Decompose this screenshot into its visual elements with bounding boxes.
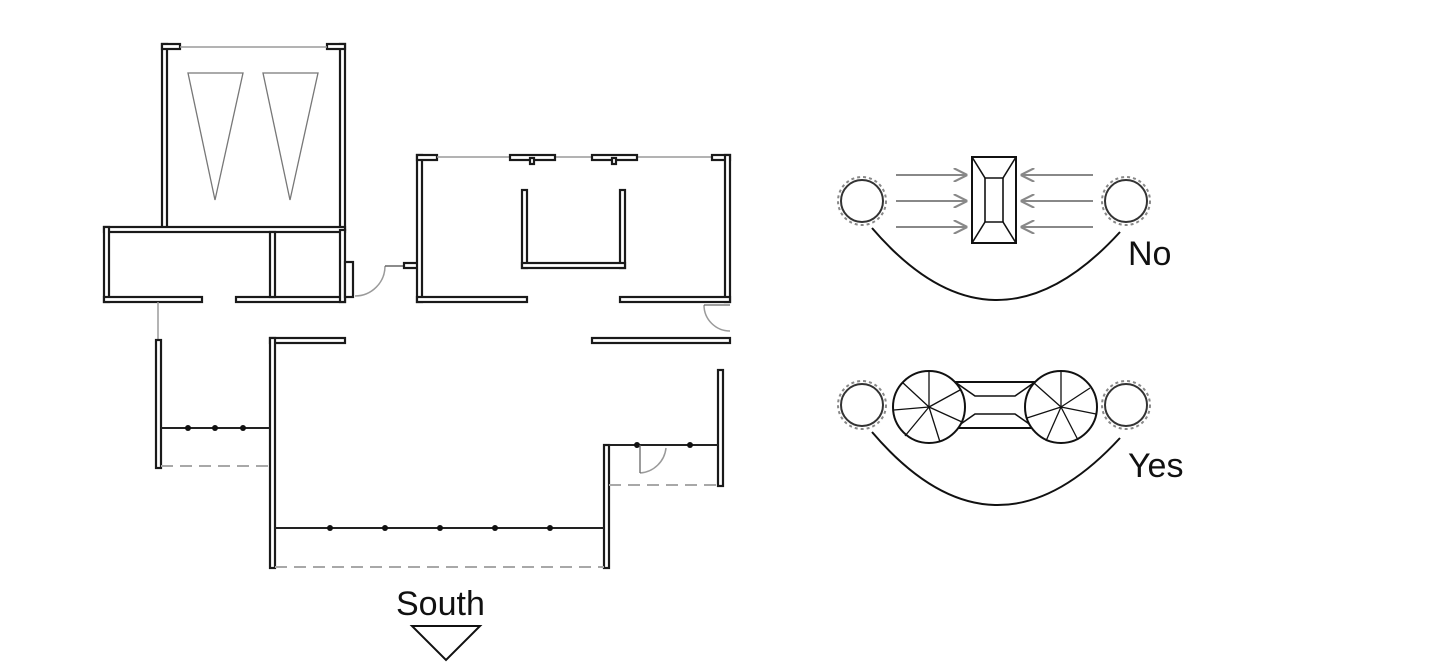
garage-walls <box>160 42 347 232</box>
shrub-icon-right <box>1024 370 1098 444</box>
south-label: South <box>396 585 485 623</box>
tree-icon-right-yes <box>1101 380 1151 430</box>
building-icon-no <box>971 156 1017 244</box>
car-wedges <box>187 72 319 201</box>
airflow-arc-no <box>871 227 1121 301</box>
no-label: No <box>1128 235 1171 273</box>
compass-triangle-icon <box>409 625 483 662</box>
wind-diagram-no: No <box>837 156 1171 301</box>
column-dots <box>185 425 693 531</box>
floor-plan: South <box>102 42 732 662</box>
yes-label: Yes <box>1128 447 1183 485</box>
door-swing-south <box>639 445 667 474</box>
tree-icon-left-yes <box>837 380 887 430</box>
door-swing-west <box>354 261 422 297</box>
living-walls <box>415 153 732 304</box>
wind-diagram-yes: Yes <box>837 370 1183 506</box>
airflow-arc-yes <box>871 431 1121 506</box>
shrub-icon-left <box>892 370 966 444</box>
wind-arrows-no <box>896 175 1093 227</box>
tree-icon-left-no <box>837 176 887 226</box>
utility-rooms <box>102 225 355 304</box>
tree-icon-right-no <box>1101 176 1151 226</box>
door-swing-east <box>703 304 731 332</box>
courtyard-walls <box>154 302 732 570</box>
building-icon-yes <box>954 381 1036 429</box>
